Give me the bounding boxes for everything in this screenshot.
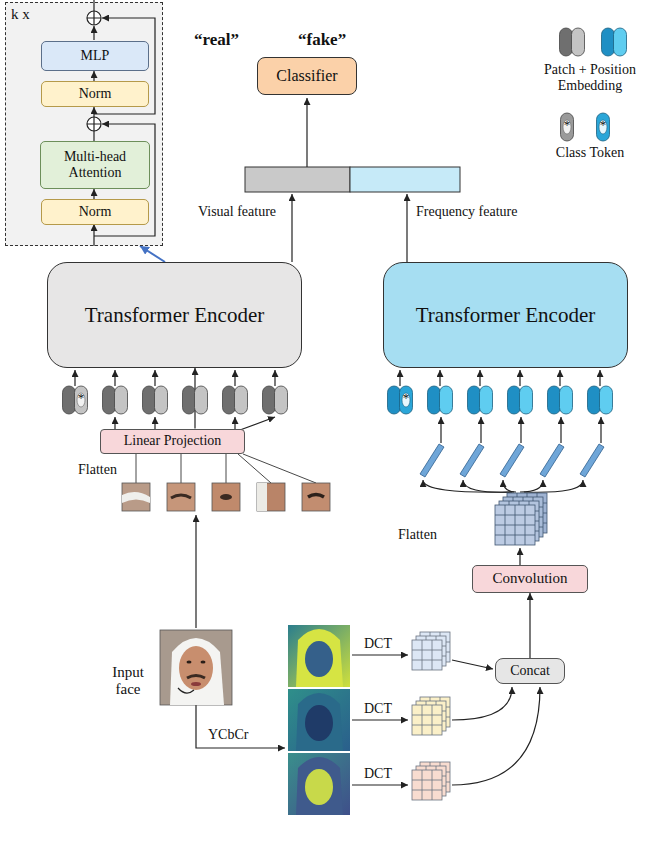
dct-grids [412, 632, 450, 800]
class-label: “fake” [298, 30, 346, 50]
flow-arrow [529, 593, 530, 658]
legend-text: Patch + Position Embedding [536, 62, 644, 94]
feature-label: Frequency feature [416, 204, 517, 220]
block-detail: k xMLPNormMulti-head AttentionNorm [5, 2, 163, 246]
flow-arrow [93, 71, 94, 81]
norm-box: Norm [41, 199, 149, 225]
add-symbols [87, 11, 101, 131]
feature-label: Visual feature [198, 204, 276, 220]
flow-arrow [93, 189, 94, 199]
classifier-box: Classifier [257, 57, 357, 95]
class-token-mark: * [561, 118, 573, 133]
node-text: Linear Projection [124, 433, 222, 449]
encoder-box: Transformer Encoder [383, 262, 628, 368]
concat-box: Concat [495, 658, 565, 684]
node-text: Classifier [276, 67, 337, 85]
class-token-mark: * [400, 391, 412, 406]
flattened-vectors [420, 444, 604, 477]
ycbcr-channels [288, 625, 350, 815]
node-text: k x [11, 6, 30, 23]
projection-box: Linear Projection [100, 429, 245, 454]
input-label: Input face [104, 664, 152, 699]
convolution-box: Convolution [472, 565, 588, 593]
node-text: Convolution [492, 570, 567, 587]
step-label: YCbCr [208, 727, 248, 743]
frequency-tokens [388, 386, 613, 414]
block-background [5, 2, 163, 246]
node-text: Transformer Encoder [85, 303, 264, 327]
norm-box: Norm [41, 81, 149, 107]
step-label: DCT [364, 636, 392, 652]
frequency-feature-bar [350, 167, 460, 192]
node-text: Concat [510, 663, 550, 679]
legend-text: Class Token [536, 145, 644, 161]
step-label: Flatten [78, 462, 117, 478]
node-text: Norm [79, 204, 112, 220]
encoder-box: Transformer Encoder [47, 262, 302, 368]
class-label: “real” [194, 30, 239, 50]
node-text: Multi-head Attention [47, 149, 143, 181]
node-text: MLP [81, 48, 110, 64]
flow-arrow [140, 246, 165, 262]
face-patches [122, 483, 330, 511]
input-face-photo [160, 630, 232, 705]
step-label: Flatten [398, 527, 437, 543]
node-text: Norm [79, 86, 112, 102]
attention-box: Multi-head Attention [40, 141, 150, 189]
node-text: Transformer Encoder [416, 303, 595, 327]
mlp-box: MLP [41, 41, 149, 71]
wires [75, 98, 601, 785]
feature-cube [495, 493, 547, 545]
class-token-mark: * [597, 118, 609, 133]
patch-leads [136, 454, 316, 483]
step-label: DCT [364, 701, 392, 717]
class-token-mark: * [75, 391, 87, 406]
step-label: DCT [364, 766, 392, 782]
visual-tokens [63, 386, 288, 414]
visual-feature-bar [245, 167, 350, 192]
